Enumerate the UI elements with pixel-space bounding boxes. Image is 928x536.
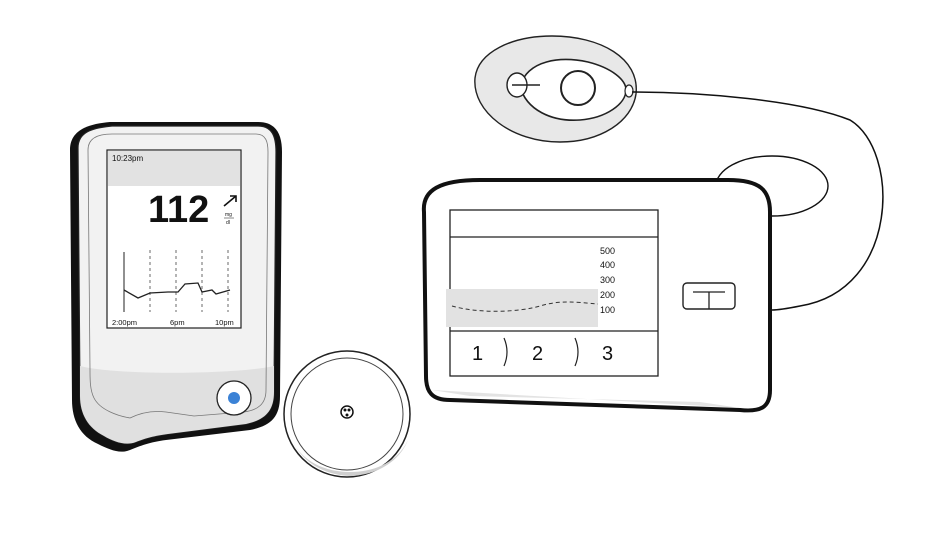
target-range-band	[446, 289, 598, 327]
pump-tubing	[631, 91, 884, 311]
reader-x-label: 6pm	[170, 318, 185, 327]
pump-y-label: 200	[600, 290, 615, 300]
home-button-light	[228, 392, 240, 404]
unit-bottom: dl	[226, 220, 230, 226]
t-button-icon[interactable]	[682, 282, 736, 310]
pump-y-label: 400	[600, 260, 615, 270]
arrow-up-right-icon	[223, 195, 237, 207]
pump-button-1[interactable]: 1	[472, 343, 483, 365]
glucose-value: 112	[148, 189, 209, 231]
pump-y-label: 500	[600, 246, 615, 256]
pump-glucose-trace	[451, 301, 599, 312]
unit-top: mg	[225, 212, 232, 218]
pump-button-2[interactable]: 2	[532, 343, 543, 365]
pump-y-label: 100	[600, 305, 615, 315]
reader-status-bar	[108, 151, 240, 186]
reader-x-label: 10pm	[215, 318, 234, 327]
infusion-set-icon	[474, 35, 637, 143]
reader-x-label: 2:00pm	[112, 318, 137, 327]
pump-y-label: 300	[600, 275, 615, 285]
cgm-reader	[70, 122, 282, 452]
pump-button-3[interactable]: 3	[602, 343, 613, 365]
insulin-pump	[421, 178, 772, 413]
reader-time: 10:23pm	[112, 154, 143, 163]
sensor-disc-icon	[283, 350, 411, 478]
reader-glucose-trace	[123, 282, 231, 299]
